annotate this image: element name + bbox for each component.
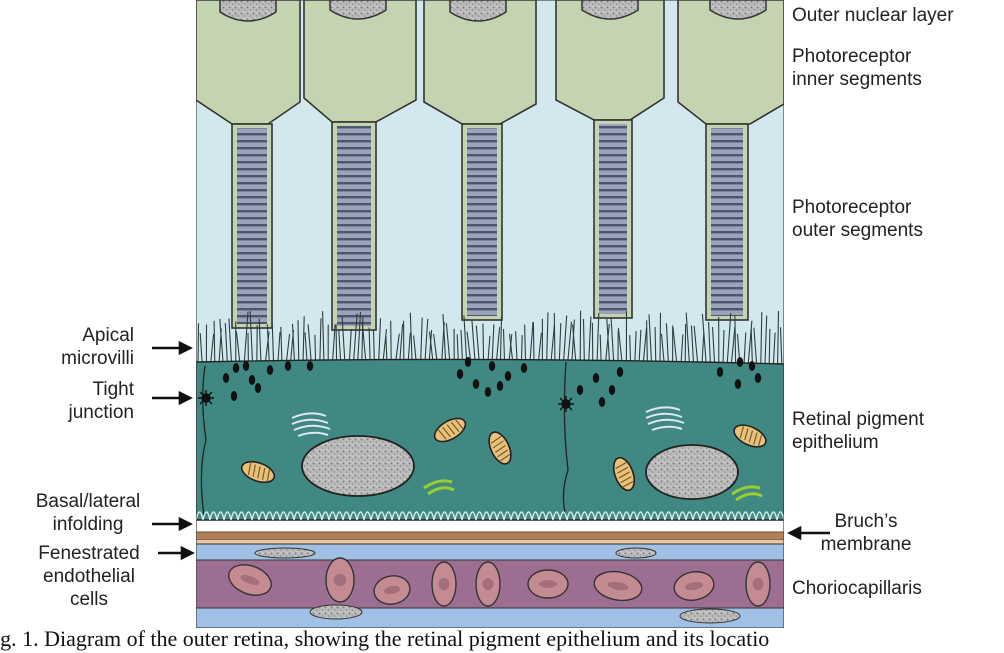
melanin-granule — [457, 369, 463, 379]
melanin-granule — [599, 397, 605, 407]
microvillus — [735, 315, 736, 364]
figure-caption: ig. 1. Diagram of the outer retina, show… — [0, 626, 1004, 652]
melanin-granule — [233, 363, 239, 373]
melanin-granule — [485, 387, 491, 397]
melanin-granule — [473, 379, 479, 389]
melanin-granule — [249, 375, 255, 385]
melanin-granule — [223, 373, 229, 383]
rpe-nucleus — [646, 445, 738, 499]
melanin-granule — [231, 391, 237, 401]
melanin-granule — [489, 361, 495, 371]
microvillus — [769, 329, 770, 364]
melanin-granule — [505, 371, 511, 381]
microvillus — [533, 322, 534, 364]
melanin-granule — [737, 357, 743, 367]
melanin-granule — [243, 361, 249, 371]
microvillus — [655, 327, 656, 364]
melanin-granule — [465, 357, 471, 367]
microvillus — [483, 324, 484, 364]
melanin-granule — [521, 363, 527, 373]
red-blood-cell — [746, 562, 770, 606]
melanin-granule — [577, 385, 583, 395]
microvillus — [660, 313, 661, 364]
red-blood-cell — [326, 558, 354, 602]
red-blood-cell — [528, 570, 568, 598]
bruchs-membrane — [196, 532, 784, 540]
label-outer-nuclear-layer: Outer nuclear layer — [792, 4, 954, 27]
melanin-granule — [755, 373, 761, 383]
melanin-granule — [593, 373, 599, 383]
melanin-granule — [609, 385, 615, 395]
label-choriocapillaris: Choriocapillaris — [792, 577, 922, 600]
melanin-granule — [617, 367, 623, 377]
melanin-granule — [307, 361, 313, 371]
microvillus — [554, 313, 555, 364]
red-blood-cell — [476, 562, 500, 606]
melanin-granule — [735, 379, 741, 389]
microvillus — [336, 324, 337, 364]
melanin-granule — [749, 361, 755, 371]
microvillus — [391, 321, 392, 364]
rpe-nucleus — [302, 436, 414, 496]
melanin-granule — [267, 365, 273, 375]
melanin-granule — [497, 381, 503, 391]
melanin-granule — [285, 361, 291, 371]
red-blood-cell — [432, 562, 456, 606]
melanin-granule — [255, 383, 261, 393]
melanin-granule — [717, 367, 723, 377]
microvillus — [198, 323, 199, 364]
microvillus — [214, 321, 215, 364]
